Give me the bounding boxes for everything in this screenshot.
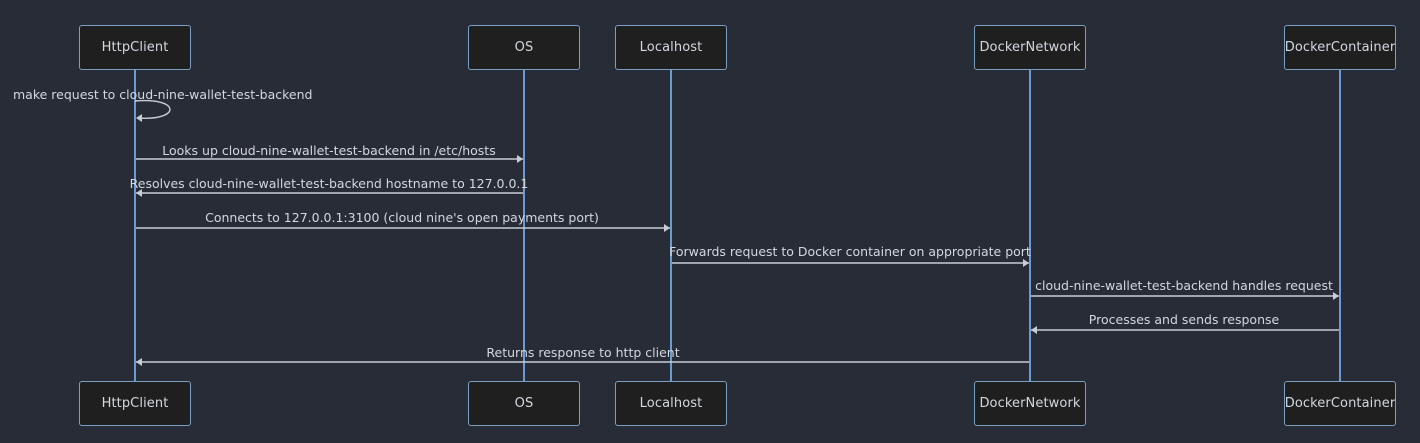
participant-label: DockerNetwork	[979, 396, 1081, 411]
participant-label: DockerContainer	[1284, 40, 1396, 55]
arrowhead-m6	[1333, 292, 1339, 300]
participant-label: Localhost	[639, 40, 703, 55]
participant-os-bottom[interactable]: OS	[468, 381, 580, 426]
message-label-m8: Returns response to http client	[486, 345, 680, 360]
message-label-m7: Processes and sends response	[1088, 312, 1280, 327]
participant-label: OS	[514, 396, 534, 411]
message-label-m4: Connects to 127.0.0.1:3100 (cloud nine's…	[205, 210, 599, 225]
arrowhead-m3	[136, 189, 142, 197]
participant-label: HttpClient	[101, 40, 169, 55]
participant-label: DockerNetwork	[979, 40, 1081, 55]
participant-dockercontainer-bottom[interactable]: DockerContainer	[1284, 381, 1396, 426]
participant-dockernetwork-top[interactable]: DockerNetwork	[974, 25, 1086, 70]
arrowhead-m7	[1031, 326, 1037, 334]
message-label-m6: cloud-nine-wallet-test-backend handles r…	[1035, 278, 1333, 293]
message-label-m5: Forwards request to Docker container on …	[669, 244, 1031, 259]
arrows-layer	[134, 99, 1339, 366]
lifelines-layer	[134, 70, 1341, 381]
message-arrow-m1	[134, 99, 171, 119]
participant-label: HttpClient	[101, 396, 169, 411]
arrowhead-m8	[136, 358, 142, 366]
participant-localhost-bottom[interactable]: Localhost	[615, 381, 727, 426]
participant-label: Localhost	[639, 396, 703, 411]
participant-httpclient-top[interactable]: HttpClient	[79, 25, 191, 70]
participant-label: OS	[514, 40, 534, 55]
arrowhead-m1	[136, 114, 142, 122]
message-label-m1: make request to cloud-nine-wallet-test-b…	[13, 87, 313, 102]
arrowhead-m5	[1023, 259, 1029, 267]
participant-httpclient-bottom[interactable]: HttpClient	[79, 381, 191, 426]
arrowhead-m4	[664, 224, 670, 232]
participant-dockernetwork-bottom[interactable]: DockerNetwork	[974, 381, 1086, 426]
participant-dockercontainer-top[interactable]: DockerContainer	[1284, 25, 1396, 70]
arrowhead-m2	[517, 155, 523, 163]
participant-label: DockerContainer	[1284, 396, 1396, 411]
participant-os-top[interactable]: OS	[468, 25, 580, 70]
message-label-m2: Looks up cloud-nine-wallet-test-backend …	[162, 143, 496, 158]
message-label-m3: Resolves cloud-nine-wallet-test-backend …	[129, 176, 529, 191]
participant-localhost-top[interactable]: Localhost	[615, 25, 727, 70]
